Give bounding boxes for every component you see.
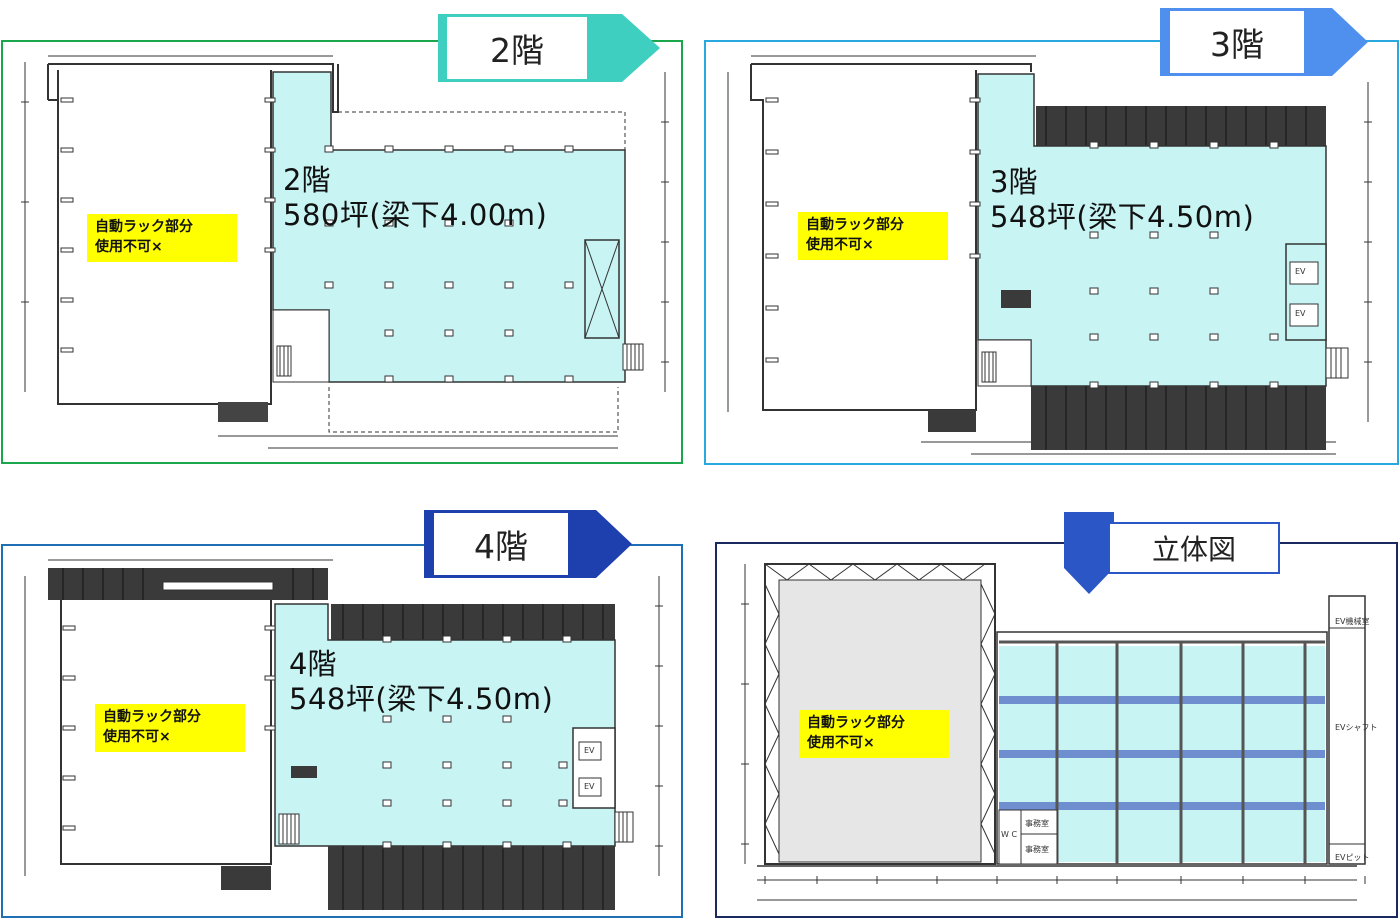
floor-plan-2f-drawing <box>21 55 669 449</box>
ev-shaft-label: EVシャフト <box>1335 723 1378 732</box>
floor-plan-2f-panel: 自動ラック部分 使用不可× 2階 580坪(梁下4.00m) <box>1 40 683 464</box>
elevation-view-panel: EV機械室 EVシャフト EVピット 事務室 事務室 W C 自動ラック部分 使… <box>715 542 1398 918</box>
ev-label-4f-upper: EV <box>584 746 595 755</box>
elevation-tag-arrow <box>1064 512 1114 594</box>
floor-title-2f: 2階 580坪(梁下4.00m) <box>283 163 548 232</box>
elevation-tag: 立体図 <box>1108 522 1280 574</box>
floor-tag-3f: 3階 <box>1170 11 1304 73</box>
floor-tag-4f: 4階 <box>434 513 568 575</box>
ev-label-3f-lower: EV <box>1295 309 1306 318</box>
ev-pit-label: EVピット <box>1335 853 1370 862</box>
office-label-upper: 事務室 <box>1025 819 1049 828</box>
floor-plan-3f-panel: EV EV 自動ラック部分 使用不可× 3階 548坪(梁下4.50m) <box>704 40 1399 465</box>
rack-area-label-3f: 自動ラック部分 使用不可× <box>798 212 948 260</box>
floor-plan-4f-panel: EV EV 自動ラック部分 使用不可× 4階 548坪(梁下4.50m) <box>1 544 683 918</box>
rack-area-label-4f: 自動ラック部分 使用不可× <box>95 704 245 752</box>
floor-title-3f: 3階 548坪(梁下4.50m) <box>990 165 1255 234</box>
rack-area-label-elevation: 自動ラック部分 使用不可× <box>799 710 949 758</box>
ev-label-3f-upper: EV <box>1295 267 1306 276</box>
ev-label-4f-lower: EV <box>584 782 595 791</box>
floor-title-4f: 4階 548坪(梁下4.50m) <box>289 647 554 716</box>
ev-machine-room-label: EV機械室 <box>1335 617 1370 626</box>
floor-plan-3f-drawing <box>727 55 1372 455</box>
office-label-lower: 事務室 <box>1025 845 1049 854</box>
rack-area-label-2f: 自動ラック部分 使用不可× <box>87 214 237 262</box>
floor-plan-4f-drawing <box>24 559 663 910</box>
wc-label: W C <box>1001 830 1018 839</box>
elevation-drawing <box>741 563 1366 901</box>
floor-tag-2f: 2階 <box>447 17 587 79</box>
